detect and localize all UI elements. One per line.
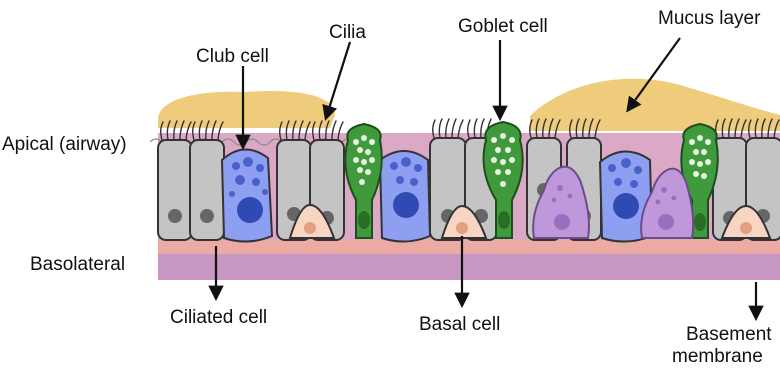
label-apical: Apical (airway): [2, 134, 127, 155]
club-cell: [380, 151, 430, 242]
label-ciliated-cell: Ciliated cell: [170, 307, 267, 328]
club-cell: [222, 149, 272, 241]
label-club-cell: Club cell: [196, 46, 269, 67]
label-mucus-layer: Mucus layer: [658, 8, 761, 29]
label-basement-line2: membrane: [672, 346, 763, 367]
nucleus-icon: [168, 209, 182, 223]
ciliated-cell: [190, 140, 224, 240]
label-cilia: Cilia: [329, 22, 366, 43]
basement-membrane: [158, 254, 780, 280]
label-goblet-cell: Goblet cell: [458, 16, 548, 37]
nucleus-icon: [200, 209, 214, 223]
label-basolateral: Basolateral: [30, 254, 125, 275]
mucus-blob-right: [530, 79, 780, 131]
ciliated-cell: [158, 140, 192, 240]
arrow-cilia: [326, 42, 350, 118]
label-basal-cell: Basal cell: [419, 314, 500, 335]
mucus-blob-left: [158, 91, 335, 128]
label-basement-line1: Basement: [686, 324, 772, 345]
